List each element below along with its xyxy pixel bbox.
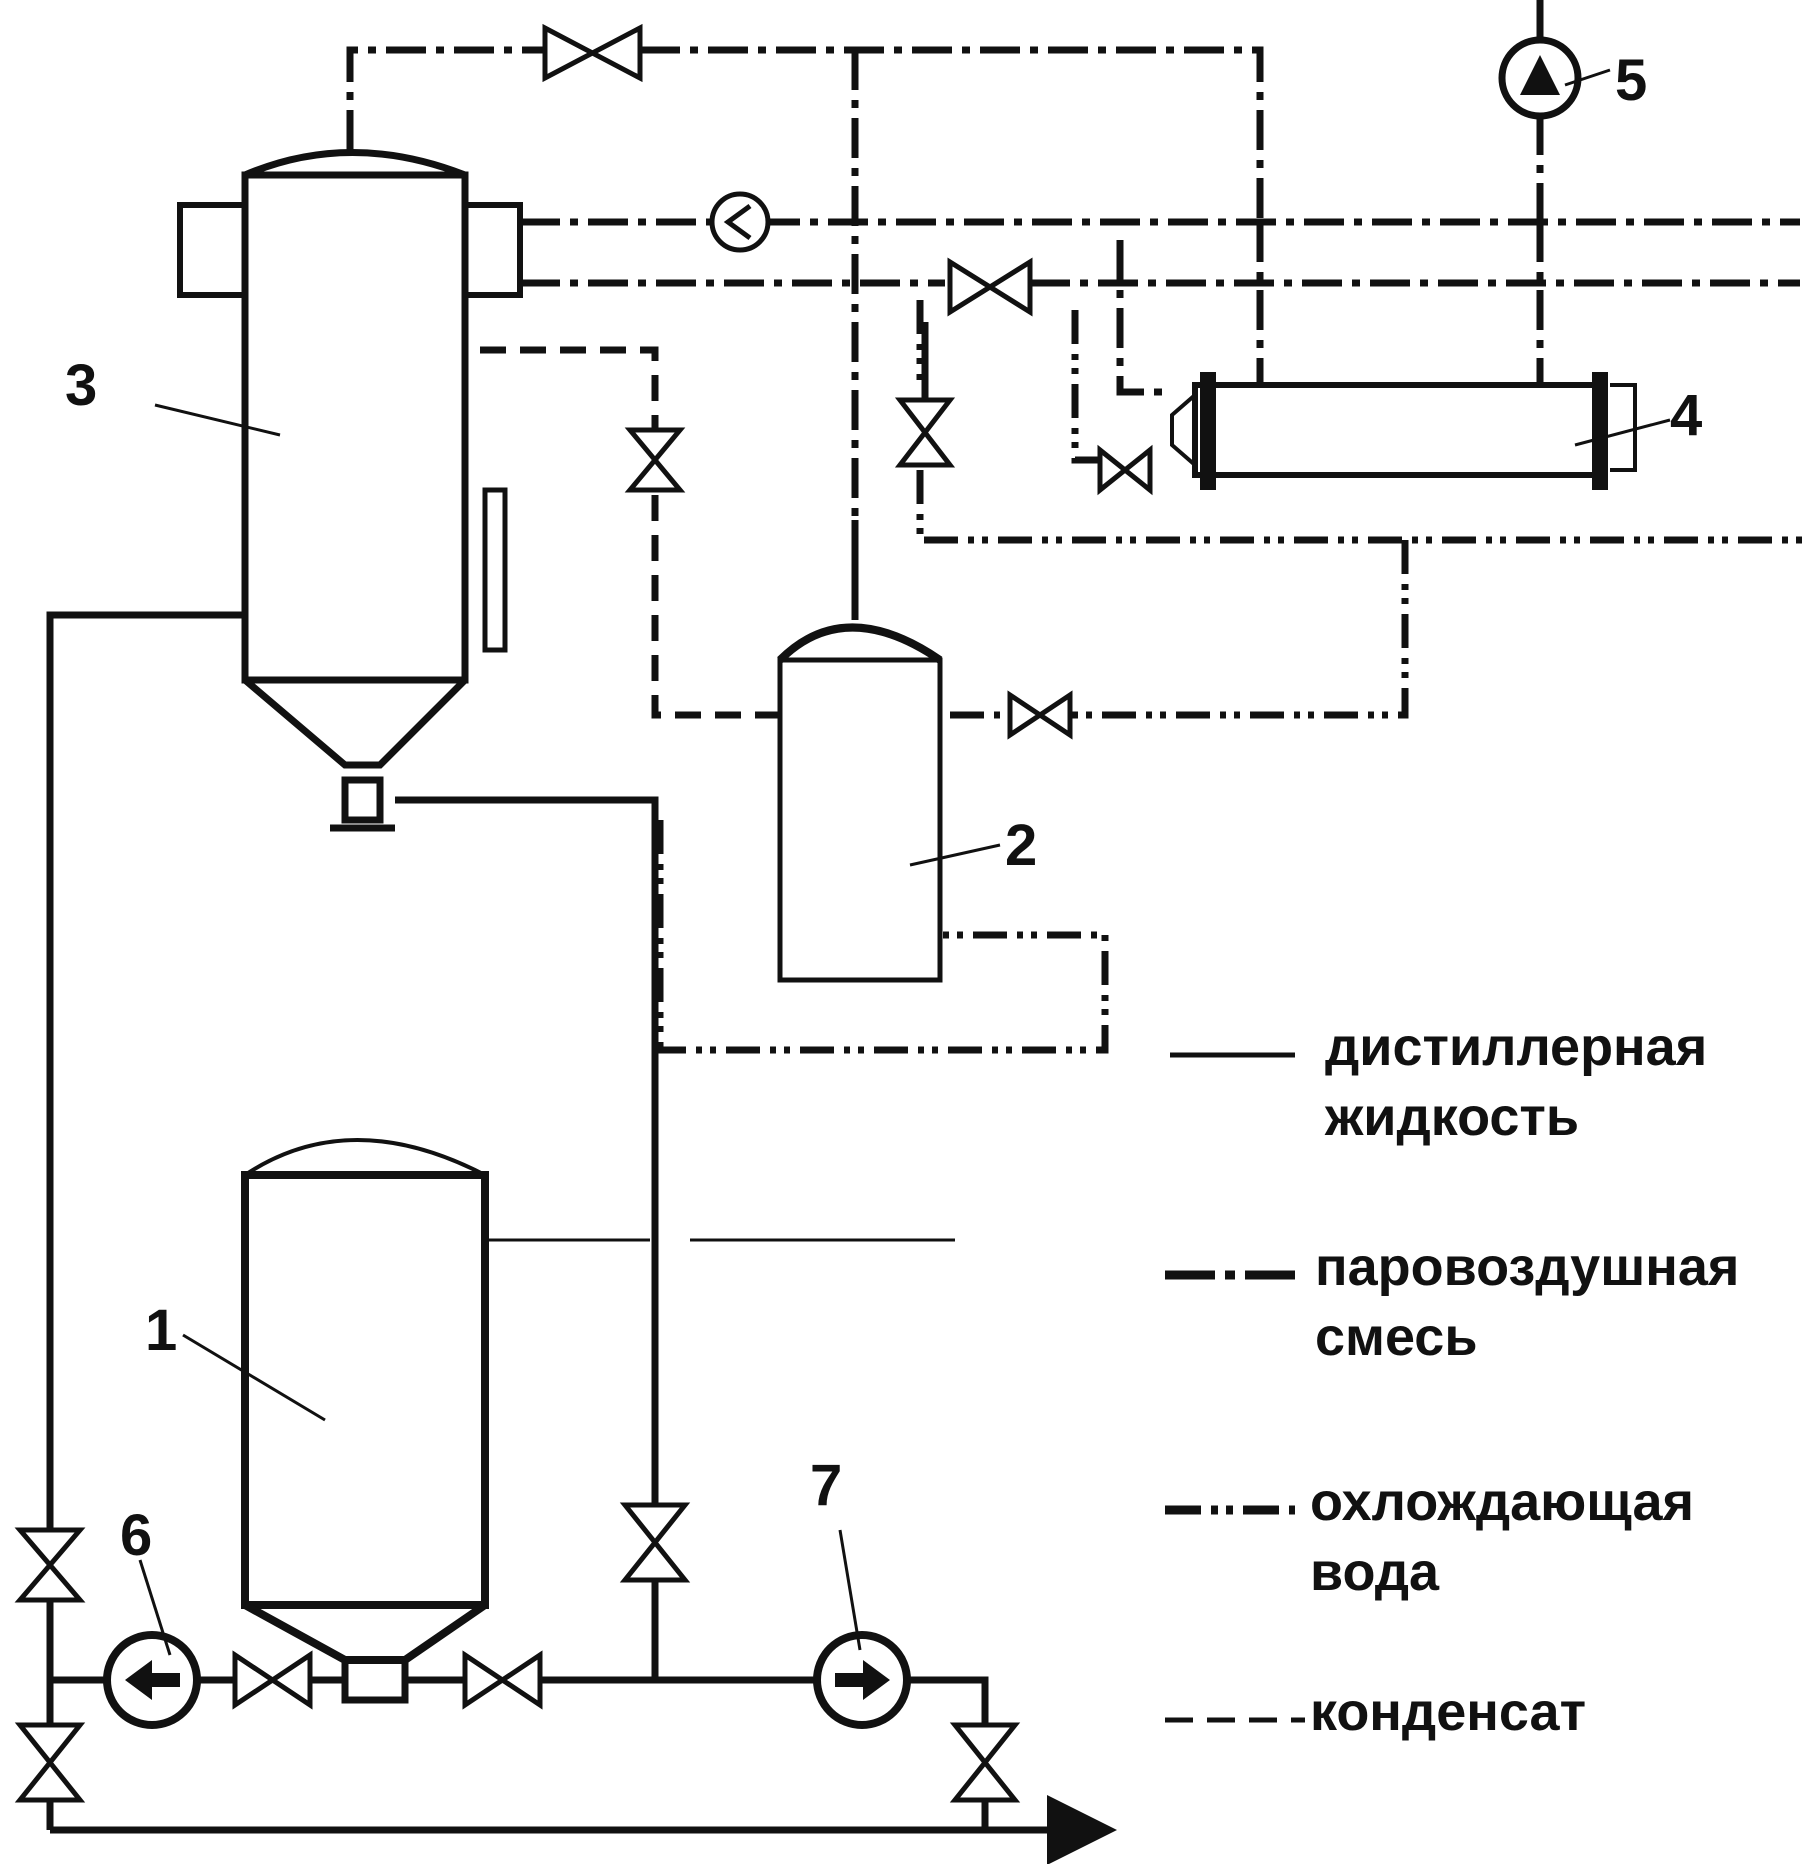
label-5: 5 (1615, 48, 1647, 113)
liquid-lines (46, 322, 1117, 1864)
flow-indicator (709, 191, 771, 253)
pump-5 (1498, 36, 1582, 120)
heat-exchanger-4 (1170, 372, 1637, 490)
cooling-water-lines (656, 300, 1810, 1054)
valve-pump6-outlet (232, 1650, 313, 1710)
vapor-air-lines (346, 0, 1800, 520)
evaporator-3 (177, 149, 523, 832)
separator-2 (777, 623, 943, 983)
pump-6 (103, 1631, 201, 1729)
legend-text-3a: охлождающая (1310, 1472, 1694, 1532)
valve-separator-outlet (1007, 690, 1073, 740)
valve-top (542, 23, 643, 83)
valve-receiver-outlet (462, 1650, 543, 1710)
valve-left-upper (14, 1527, 86, 1603)
legend: дистиллерная жидкость паровоздушная смес… (1165, 1017, 1739, 1742)
label-1: 1 (145, 1298, 177, 1363)
legend-text-2a: паровоздушная (1315, 1237, 1739, 1297)
valve-left-lower (14, 1722, 86, 1803)
leader-lines (138, 68, 1671, 1656)
receiver-1 (241, 1138, 489, 1704)
label-7: 7 (810, 1453, 842, 1518)
valve-cooling-down (894, 397, 956, 468)
legend-text-1b: жидкость (1324, 1087, 1579, 1147)
valve-pump7-outlet (949, 1722, 1021, 1803)
valve-exchanger (1097, 444, 1153, 496)
label-3: 3 (65, 353, 97, 418)
pump-7 (813, 1631, 911, 1729)
label-2: 2 (1005, 813, 1037, 878)
legend-text-3b: вода (1310, 1542, 1440, 1602)
label-6: 6 (120, 1503, 152, 1568)
valve-condensate (624, 427, 686, 493)
condensate-lines (480, 346, 785, 719)
label-4: 4 (1670, 383, 1702, 448)
valve-mid-horizontal (947, 257, 1033, 317)
legend-text-4a: конденсат (1310, 1682, 1586, 1742)
legend-text-1a: дистиллерная (1325, 1017, 1707, 1077)
legend-text-2b: смесь (1315, 1307, 1478, 1367)
component-labels: 3 1 2 4 5 6 7 (65, 48, 1702, 1568)
valve-riser (619, 1502, 691, 1583)
